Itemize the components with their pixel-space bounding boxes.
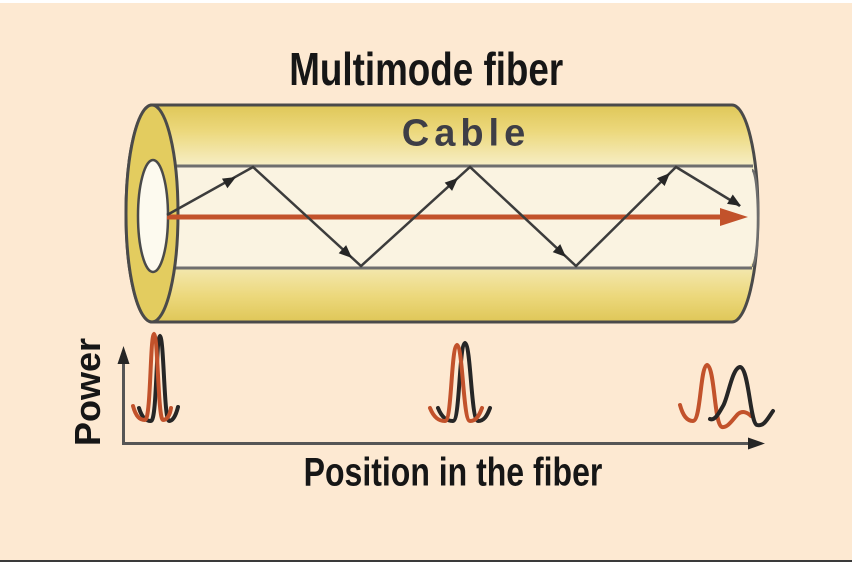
- diagram-title: Multimode fiber: [0, 43, 852, 95]
- bottom-edge-line: [0, 560, 852, 562]
- x-axis-arrowhead: [748, 437, 765, 450]
- ray-arrowhead: [221, 177, 236, 189]
- pulse-black-curve: [436, 340, 492, 424]
- y-axis-arrowhead: [117, 346, 130, 364]
- pulse-black-curve: [137, 333, 180, 424]
- pulse-black-curve: [708, 364, 775, 428]
- ray-arrowhead: [727, 194, 741, 206]
- top-edge-strip: [0, 0, 852, 3]
- ray-arrowhead: [338, 245, 352, 258]
- ray-arrowhead: [656, 173, 670, 187]
- pulse-red-curve: [678, 362, 753, 430]
- meridional-ray-zigzag: [166, 165, 741, 268]
- core-end-arc: [751, 168, 760, 268]
- pulse-red-curve: [131, 331, 173, 423]
- diagram-title-text: Multimode fiber: [289, 43, 563, 95]
- pulse-red-curve: [428, 342, 484, 424]
- pulse-output: [678, 362, 775, 430]
- fiber-core-face: [136, 158, 170, 274]
- axial-ray-arrowhead: [720, 208, 748, 226]
- pulse-input: [131, 331, 180, 424]
- ray-arrowhead: [552, 244, 566, 257]
- cable-label: Cable: [401, 112, 531, 155]
- ray-arrowhead: [444, 178, 458, 191]
- pulse-middle: [428, 340, 492, 424]
- y-axis-label: Power: [67, 337, 108, 447]
- x-axis-label: Position in the fiber: [303, 450, 603, 495]
